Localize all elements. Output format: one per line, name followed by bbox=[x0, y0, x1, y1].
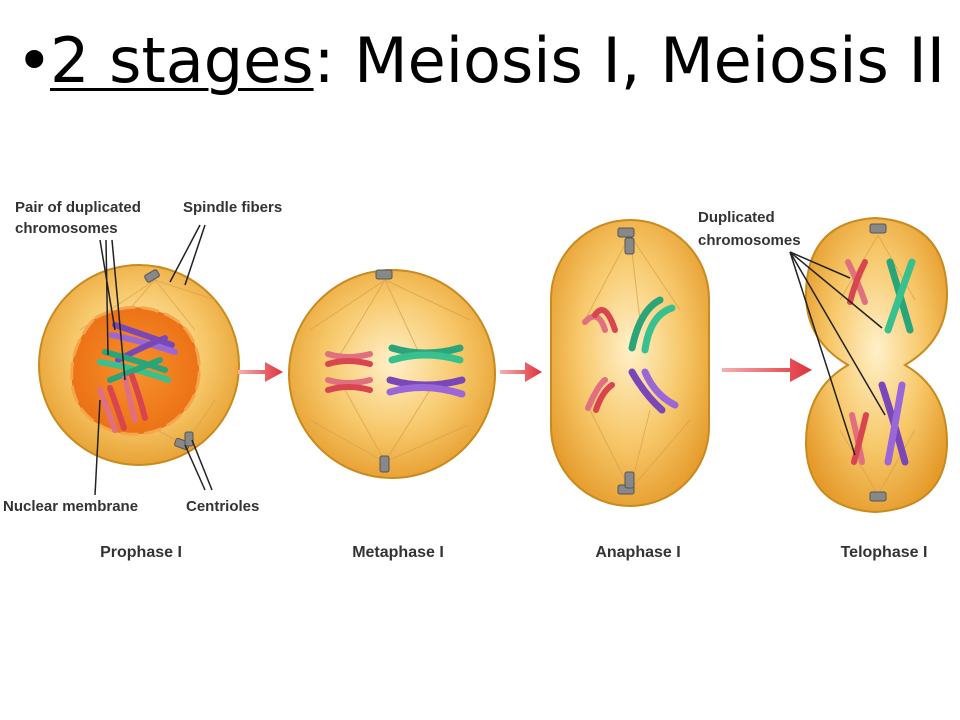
label-duplicated-line2: chromosomes bbox=[698, 232, 801, 249]
stage-label-anaphase: Anaphase I bbox=[595, 544, 680, 561]
telophase-cell bbox=[804, 216, 949, 514]
prophase-chromosomes bbox=[97, 322, 178, 433]
heading-text: 2 stages: Meiosis I, Meiosis II bbox=[50, 22, 946, 100]
metaphase-spindle-fibers bbox=[309, 279, 471, 463]
label-spindle-fibers: Spindle fibers bbox=[183, 199, 282, 216]
telophase-chromosomes bbox=[845, 258, 916, 466]
label-duplicated-line1: Duplicated bbox=[698, 209, 775, 226]
metaphase-cell bbox=[288, 269, 496, 479]
telophase-centrioles bbox=[869, 223, 887, 502]
stage-label-prophase: Prophase I bbox=[100, 544, 182, 561]
label-pair-line2: chromosomes bbox=[15, 220, 118, 237]
heading-underlined-term: 2 stages bbox=[50, 24, 314, 97]
anaphase-cell bbox=[550, 219, 710, 507]
arrow-1 bbox=[238, 362, 283, 382]
stage-label-telophase: Telophase I bbox=[841, 544, 928, 561]
prophase-callout-lines bbox=[94, 224, 213, 496]
stage-label-metaphase: Metaphase I bbox=[352, 544, 444, 561]
bullet-icon: • bbox=[16, 24, 53, 97]
prophase-centrioles bbox=[144, 269, 194, 451]
arrow-3 bbox=[722, 358, 812, 382]
anaphase-spindle-fibers bbox=[584, 234, 691, 491]
metaphase-centrioles bbox=[375, 269, 393, 473]
label-centrioles: Centrioles bbox=[186, 498, 259, 515]
prophase-cell bbox=[38, 264, 240, 466]
anaphase-centrioles bbox=[617, 227, 635, 495]
telophase-spindle-fibers bbox=[839, 234, 916, 496]
heading-bullet: • 2 stages: Meiosis I, Meiosis II bbox=[16, 22, 946, 100]
label-pair-line1: Pair of duplicated bbox=[15, 199, 141, 216]
arrow-2 bbox=[500, 362, 542, 382]
label-nuclear-membrane: Nuclear membrane bbox=[3, 498, 138, 515]
heading-rest: : Meiosis I, Meiosis II bbox=[313, 24, 946, 97]
anaphase-chromosomes bbox=[582, 296, 679, 414]
telophase-callout-lines bbox=[789, 251, 886, 456]
metaphase-chromosomes bbox=[325, 344, 466, 398]
